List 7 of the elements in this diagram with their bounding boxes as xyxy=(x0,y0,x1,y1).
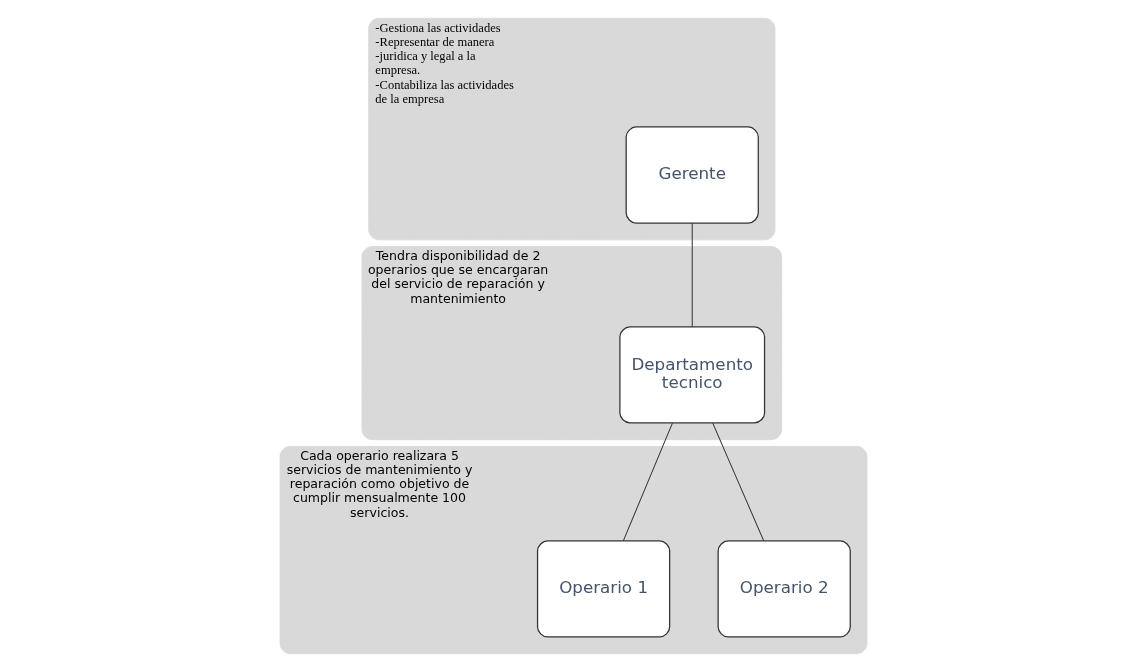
connector xyxy=(691,222,693,328)
node-box: Operario 2 xyxy=(717,540,851,638)
connector xyxy=(712,422,765,542)
node-box: Gerente xyxy=(625,126,759,224)
connector xyxy=(622,422,673,542)
node-box: Operario 1 xyxy=(536,540,671,638)
node-box: Departamento tecnico xyxy=(619,326,766,424)
